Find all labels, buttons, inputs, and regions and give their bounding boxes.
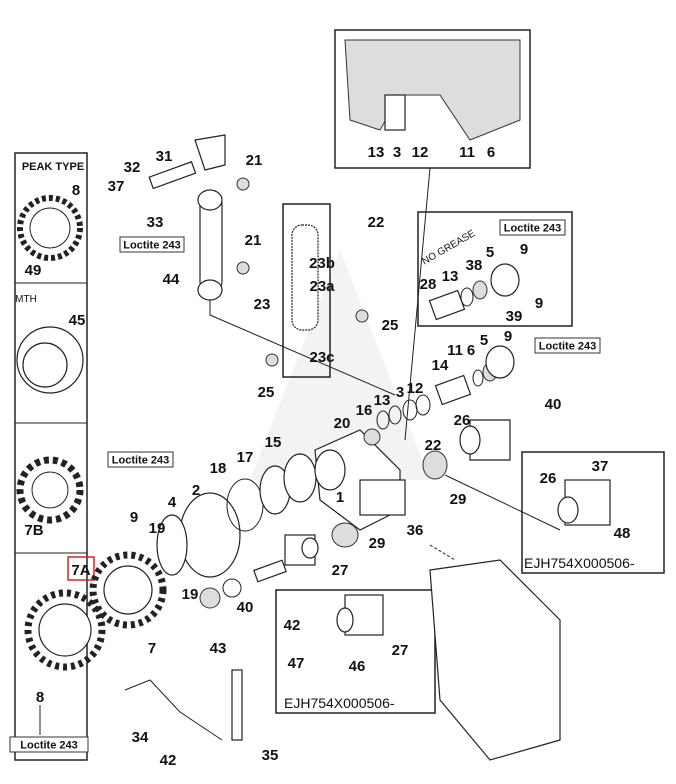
callout-37: 37	[592, 458, 609, 475]
callout-6: 6	[487, 144, 495, 161]
callout-17: 17	[237, 449, 254, 466]
callout-47: 47	[288, 655, 305, 672]
loctite-label: Loctite 243	[20, 740, 77, 752]
callout-38: 38	[466, 257, 483, 274]
peak-type-title: PEAK TYPE	[22, 161, 84, 173]
serial-code-right: EJH754X000506-	[524, 555, 635, 571]
callout-11: 11	[459, 144, 475, 161]
callout-13: 13	[368, 144, 385, 161]
loctite-label: Loctite 243	[504, 223, 561, 235]
loctite-box	[9, 736, 89, 753]
callout-8: 8	[72, 182, 80, 199]
callout-27: 27	[332, 562, 349, 579]
callout-3: 3	[393, 144, 401, 161]
highlight-7a-box	[67, 556, 95, 581]
callout-3: 3	[396, 384, 404, 401]
loctite-label: Loctite 243	[539, 341, 596, 353]
detail-inset-top	[334, 29, 531, 169]
callout-31: 31	[156, 148, 173, 165]
callout-35: 35	[262, 747, 279, 764]
callout-12: 12	[407, 380, 424, 397]
callout-23b: 23b	[309, 255, 335, 272]
callout-46: 46	[349, 658, 366, 675]
callout-40: 40	[237, 599, 254, 616]
callout-21: 21	[246, 152, 263, 169]
loctite-box	[119, 236, 185, 253]
callout-42: 42	[284, 617, 301, 634]
loctite-box	[534, 337, 601, 354]
callout-9: 9	[504, 328, 512, 345]
callout-20: 20	[334, 415, 351, 432]
callout-14: 14	[432, 357, 449, 374]
callout-37: 37	[108, 178, 125, 195]
callout-48: 48	[614, 525, 631, 542]
callout-44: 44	[163, 271, 180, 288]
callout-13: 13	[374, 392, 391, 409]
callout-23c: 23c	[309, 349, 334, 366]
callout-11: 11	[447, 342, 463, 359]
callout-22: 22	[368, 214, 385, 231]
serial-code-bottom: EJH754X000506-	[284, 695, 395, 711]
callout-2: 2	[192, 482, 200, 499]
callout-45: 45	[69, 312, 86, 329]
shock-group-box	[282, 203, 331, 378]
callout-18: 18	[210, 460, 227, 477]
callout-34: 34	[132, 729, 149, 746]
callout-26: 26	[454, 412, 471, 429]
callout-40: 40	[545, 396, 562, 413]
callout-25: 25	[382, 317, 399, 334]
callout-27: 27	[392, 642, 409, 659]
callout-7b: 7B	[24, 522, 43, 539]
callout-4: 4	[168, 494, 177, 511]
callout-19: 19	[182, 586, 199, 603]
callout-21: 21	[245, 232, 262, 249]
callout-29: 29	[369, 535, 386, 552]
mth-label: MTH	[15, 294, 37, 305]
loctite-label: Loctite 243	[112, 455, 169, 467]
loctite-label: Loctite 243	[123, 240, 180, 252]
callout-25: 25	[258, 384, 275, 401]
callout-5: 5	[480, 332, 488, 349]
loctite-box	[107, 451, 174, 468]
callout-23a: 23a	[309, 278, 335, 295]
callout-9: 9	[535, 295, 543, 312]
callout-23: 23	[254, 296, 271, 313]
callout-26: 26	[540, 470, 557, 487]
callout-8: 8	[36, 689, 44, 706]
callout-7a: 7A	[71, 562, 90, 579]
callout-1: 1	[336, 489, 344, 506]
callout-36: 36	[407, 522, 424, 539]
sprocket-options-panel	[14, 152, 88, 761]
loctite-box	[499, 219, 566, 236]
callout-7: 7	[148, 640, 156, 657]
callout-49: 49	[25, 262, 42, 279]
callout-22: 22	[425, 437, 442, 454]
callout-32: 32	[124, 159, 141, 176]
callout-9: 9	[520, 241, 528, 258]
callout-9: 9	[130, 509, 138, 526]
callout-15: 15	[265, 434, 282, 451]
callout-43: 43	[210, 640, 227, 657]
callout-33: 33	[147, 214, 164, 231]
callout-19: 19	[149, 520, 166, 537]
no-grease-inset	[417, 211, 573, 327]
detail-inset-right	[521, 451, 665, 574]
callout-16: 16	[356, 402, 373, 419]
callout-5: 5	[486, 244, 494, 261]
callout-29: 29	[450, 491, 467, 508]
callout-13: 13	[442, 268, 459, 285]
callout-39: 39	[506, 308, 523, 325]
callout-42: 42	[160, 752, 177, 769]
callout-28: 28	[420, 276, 437, 293]
detail-inset-bottom	[275, 589, 436, 714]
callout-6: 6	[467, 342, 475, 359]
callout-12: 12	[412, 144, 429, 161]
